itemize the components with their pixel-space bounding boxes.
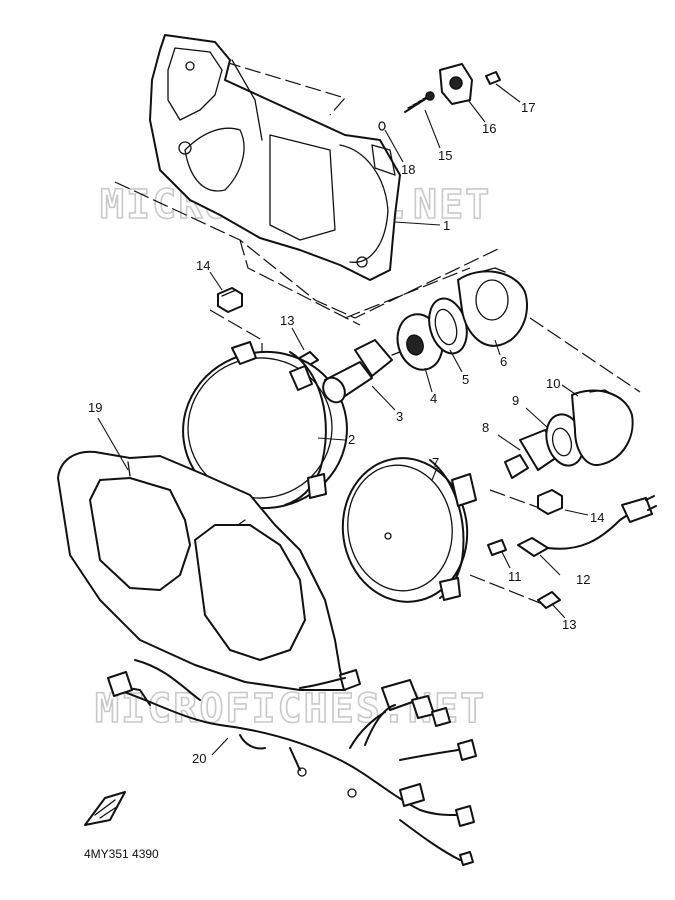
leader-lines <box>97 83 589 756</box>
nut-14-top <box>217 287 243 313</box>
callout-12: 12 <box>576 572 590 587</box>
callout-10: 10 <box>546 376 560 391</box>
diagram-code: 4MY351 4390 <box>84 847 159 861</box>
callout-4: 4 <box>430 391 437 406</box>
callout-14-bottom: 14 <box>590 510 604 525</box>
callout-15: 15 <box>438 148 452 163</box>
cover-10 <box>571 389 634 467</box>
callout-2: 2 <box>348 432 355 447</box>
callout-8: 8 <box>482 420 489 435</box>
adjuster-hardware <box>378 63 501 131</box>
headlight-left <box>182 341 348 510</box>
callout-19: 19 <box>88 400 102 415</box>
front-arrow-icon <box>84 791 126 826</box>
callout-5: 5 <box>462 372 469 387</box>
callouts: 1 2 3 4 5 6 7 8 9 10 11 12 13 13 14 14 1… <box>88 100 604 766</box>
callout-7: 7 <box>432 455 439 470</box>
callout-6: 6 <box>500 354 507 369</box>
seal-5 <box>428 297 468 355</box>
callout-17: 17 <box>521 100 535 115</box>
bulb-11 <box>487 539 507 556</box>
callout-13-bottom: 13 <box>562 617 576 632</box>
wiring-harness-20 <box>107 659 477 866</box>
bulb-3 <box>322 339 406 404</box>
callout-20: 20 <box>192 751 206 766</box>
callout-3: 3 <box>396 409 403 424</box>
headlight-housing <box>149 34 401 281</box>
headlight-right <box>341 457 477 603</box>
cover-6 <box>457 267 528 347</box>
nut-14-bottom <box>537 489 563 515</box>
callout-14-top: 14 <box>196 258 210 273</box>
callout-13-top: 13 <box>280 313 294 328</box>
callout-1: 1 <box>443 218 450 233</box>
bulb-13-bottom <box>537 591 561 609</box>
callout-11: 11 <box>508 569 522 584</box>
headlight-rim-19 <box>57 450 346 691</box>
callout-9: 9 <box>512 393 519 408</box>
callout-18: 18 <box>401 162 415 177</box>
callout-16: 16 <box>482 121 496 136</box>
socket-12-lead <box>517 495 657 557</box>
